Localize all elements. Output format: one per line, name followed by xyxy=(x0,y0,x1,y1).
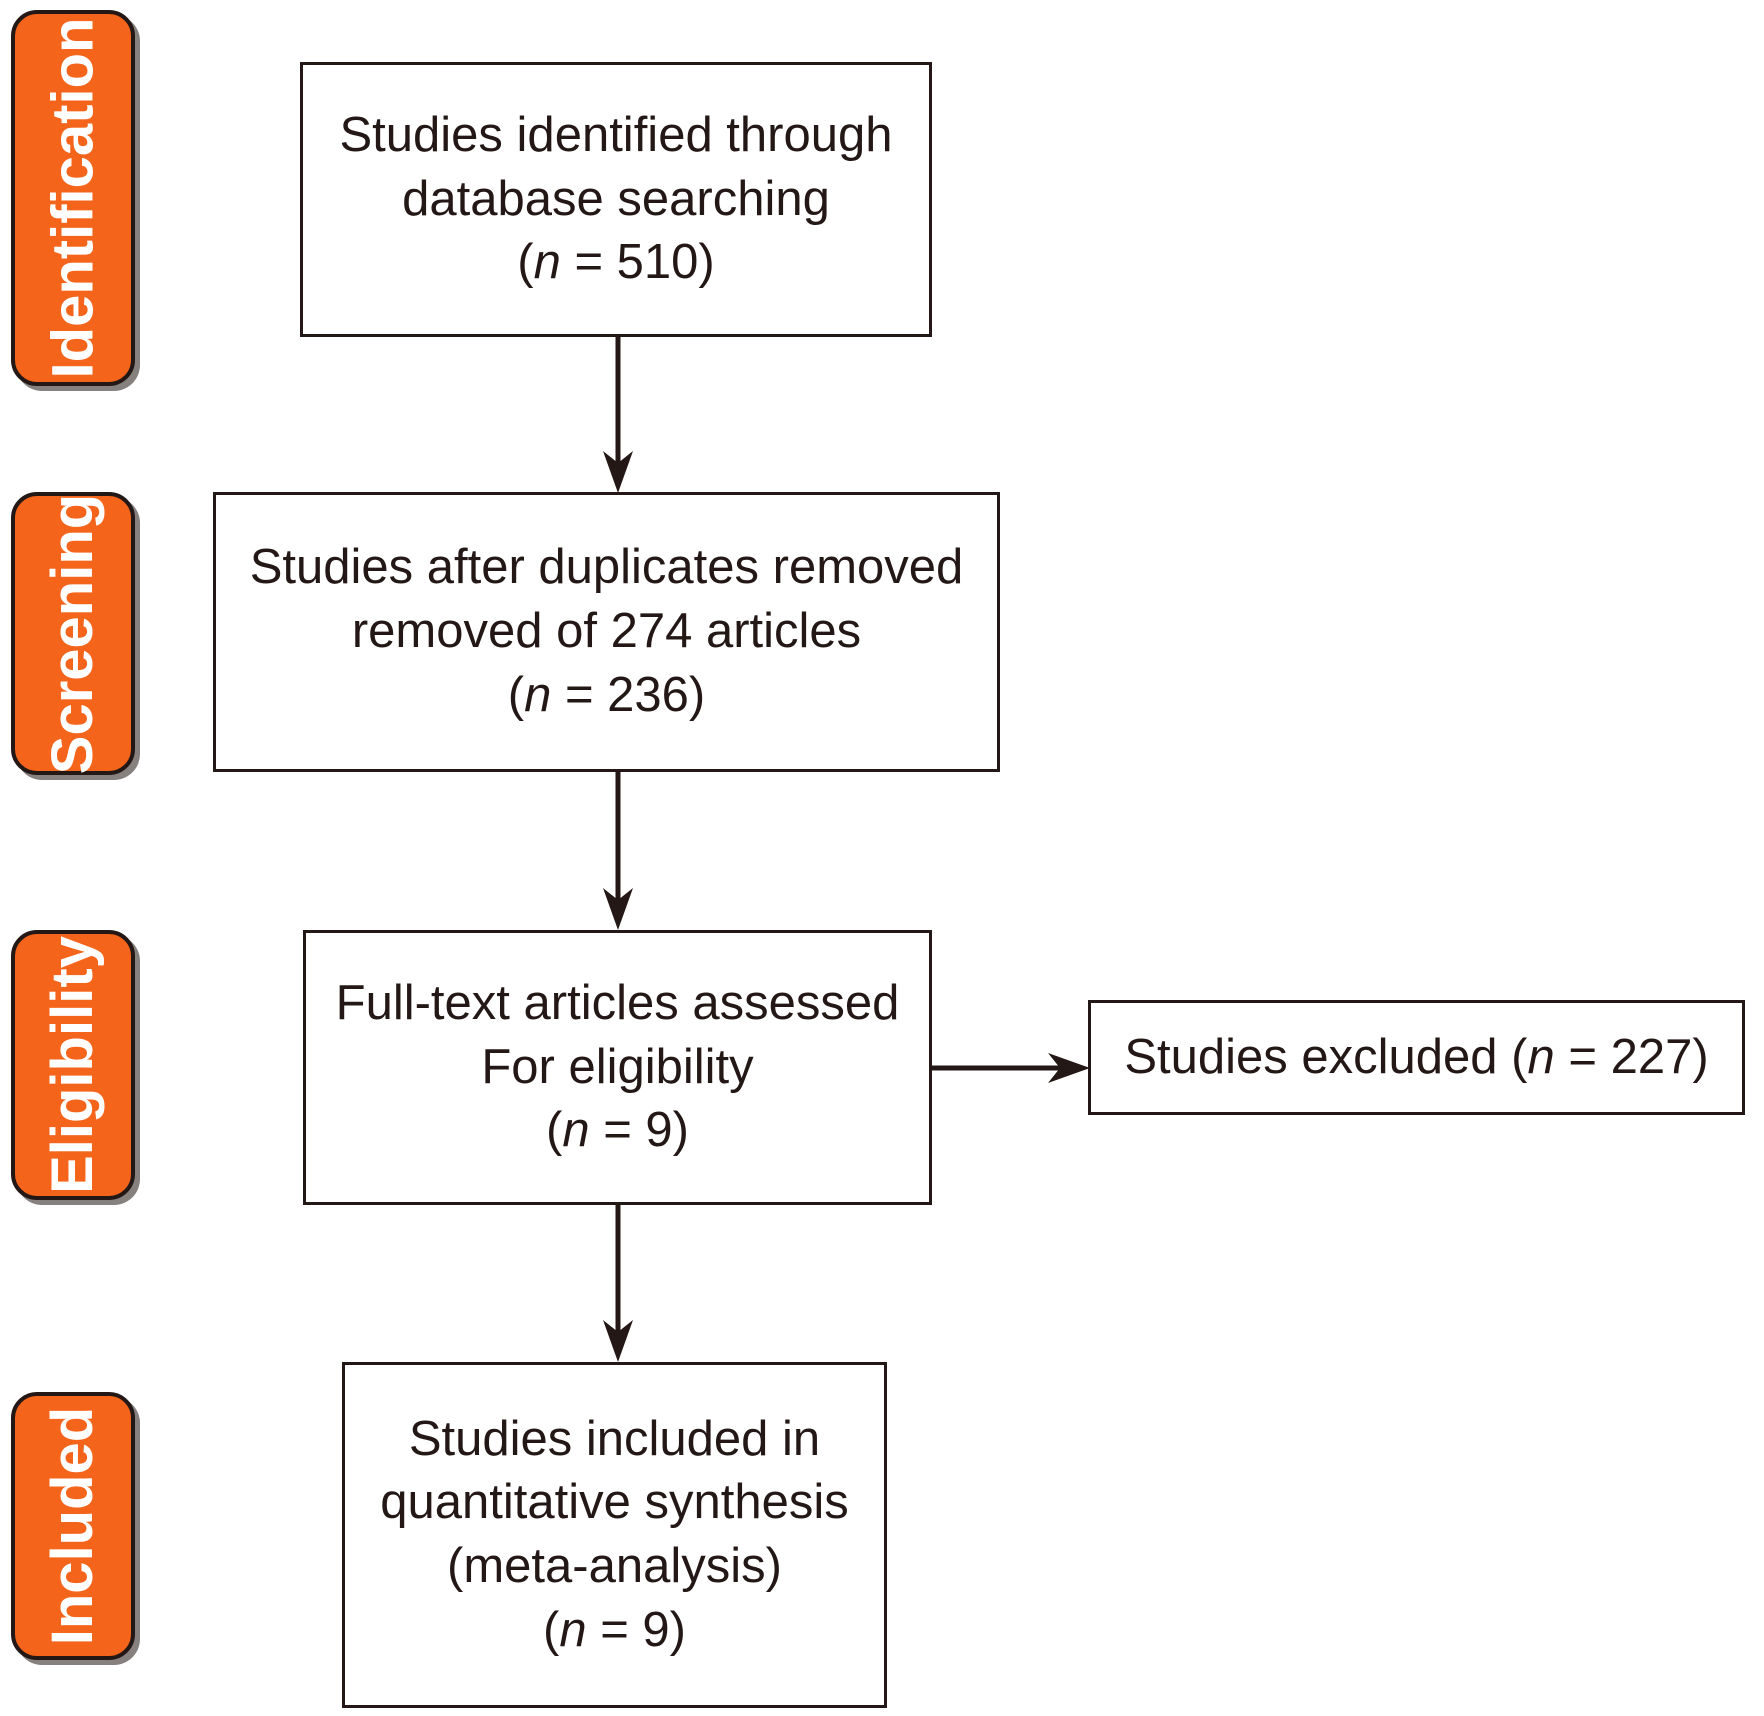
box-studies-identified: Studies identified through database sear… xyxy=(300,62,932,337)
arrow-fulltext-to-included xyxy=(598,1205,638,1362)
paren-open: ( xyxy=(517,235,534,290)
n-symbol: n xyxy=(562,1103,590,1158)
n-value: = 510) xyxy=(560,235,715,290)
box-studies-excluded: Studies excluded (n = 227) xyxy=(1088,1000,1745,1115)
box-studies-excluded-text: Studies excluded (n = 227) xyxy=(1124,1026,1708,1090)
stage-badge-screening: Screening xyxy=(11,492,135,775)
box-fulltext-assessed-count: (n = 9) xyxy=(546,1099,689,1163)
box-after-duplicates-line1: Studies after duplicates removed xyxy=(249,540,964,595)
stage-badge-included: Included xyxy=(11,1392,135,1660)
box-included-synthesis-line1: Studies included in xyxy=(408,1411,821,1466)
arrow-duplicates-to-fulltext xyxy=(598,772,638,930)
box-included-synthesis-count: (n = 9) xyxy=(543,1599,686,1663)
excluded-prefix: Studies excluded ( xyxy=(1124,1029,1528,1084)
box-included-synthesis: Studies included in quantitative synthes… xyxy=(342,1362,887,1708)
arrow-identified-to-duplicates xyxy=(598,337,638,493)
box-studies-identified-line2: database searching xyxy=(402,171,830,226)
stage-badge-eligibility-label: Eligibility xyxy=(40,936,105,1194)
box-included-synthesis-line3: (meta-analysis) xyxy=(447,1539,782,1593)
excluded-suffix: = 227) xyxy=(1554,1029,1709,1084)
box-included-synthesis-line2: quantitative synthesis xyxy=(380,1475,849,1530)
n-value: = 9) xyxy=(586,1602,686,1657)
paren-open: ( xyxy=(545,1103,563,1158)
paren-open: ( xyxy=(542,1602,560,1657)
n-symbol: n xyxy=(533,235,561,290)
stage-badge-identification-label: Identification xyxy=(40,17,106,379)
n-symbol: n xyxy=(1527,1029,1555,1084)
stage-badge-included-label: Included xyxy=(40,1406,105,1646)
box-studies-identified-line1: Studies identified through xyxy=(339,107,893,162)
box-fulltext-assessed-line1: Full-text articles assessed xyxy=(335,975,900,1030)
n-value: = 236) xyxy=(551,667,706,722)
n-value: = 9) xyxy=(589,1103,689,1158)
stage-badge-identification: Identification xyxy=(11,10,135,386)
box-after-duplicates-count: (n = 236) xyxy=(508,664,706,728)
box-fulltext-assessed: Full-text articles assessed For eligibil… xyxy=(303,930,932,1205)
stage-badge-screening-label: Screening xyxy=(40,493,105,774)
box-fulltext-assessed-line2: For eligibility xyxy=(481,1039,754,1094)
box-after-duplicates: Studies after duplicates removed removed… xyxy=(213,492,1000,772)
paren-open: ( xyxy=(507,667,525,722)
box-after-duplicates-line2: removed of 274 articles xyxy=(351,604,862,659)
box-studies-identified-count: (n = 510) xyxy=(517,231,715,295)
stage-badge-eligibility: Eligibility xyxy=(11,930,135,1200)
n-symbol: n xyxy=(559,1602,587,1657)
n-symbol: n xyxy=(524,667,552,722)
arrow-fulltext-to-excluded xyxy=(932,1048,1090,1088)
